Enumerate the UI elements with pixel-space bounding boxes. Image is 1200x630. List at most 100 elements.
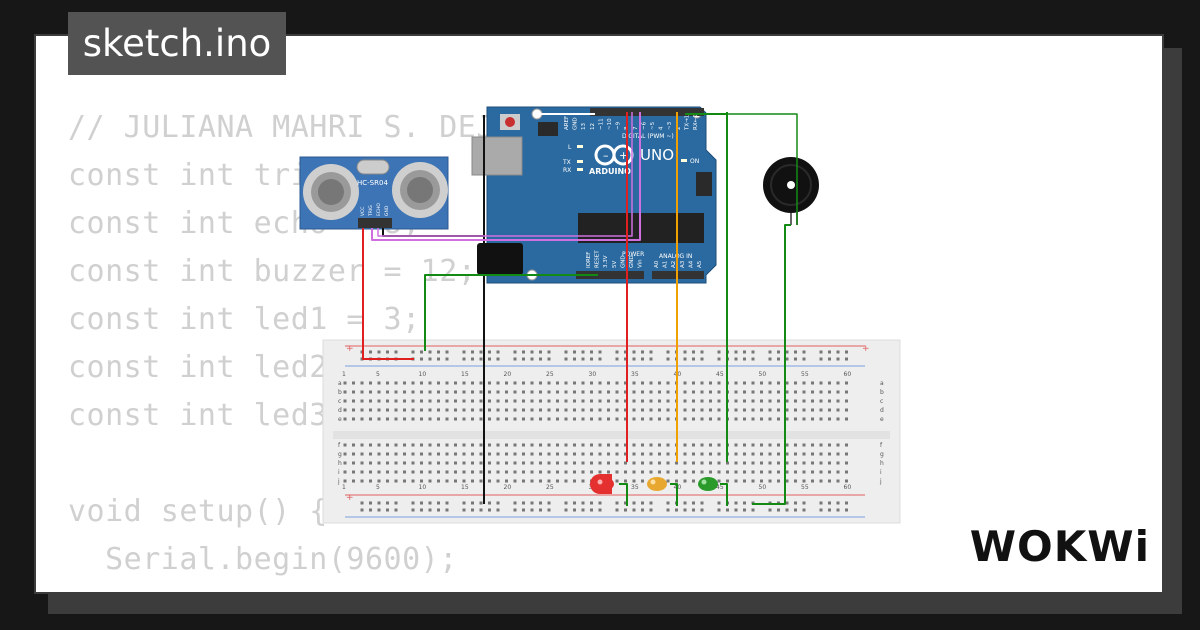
code-line: Serial.begin(9600);: [68, 542, 458, 577]
svg-text:–: –: [603, 149, 609, 162]
column-number: 60: [844, 484, 852, 491]
arduino-uno[interactable]: – + UNO ARDUINO DIGITAL (PWM ~) ANALOG I…: [471, 106, 717, 284]
led-green[interactable]: [698, 477, 718, 491]
row-letter: b: [880, 389, 884, 396]
column-number: 45: [716, 371, 724, 378]
row-letter: d: [338, 407, 342, 414]
row-letter: a: [880, 380, 884, 387]
board-name: ARDUINO: [589, 167, 631, 176]
wire-violet-echo: [377, 112, 633, 237]
row-letter: f: [880, 442, 883, 449]
led-yellow[interactable]: [647, 477, 667, 491]
analog-label: ANALOG IN: [659, 253, 692, 260]
wires: [362, 112, 798, 506]
power-label: POWER: [622, 251, 644, 258]
row-letter: i: [880, 469, 882, 476]
digital-pin-label: ~9: [616, 121, 622, 130]
analog-pin-label: A1: [663, 261, 669, 268]
rail-plus-label: +: [862, 344, 870, 354]
digital-pin-label: 2: [676, 127, 682, 131]
wire-green-buzzer: [710, 113, 798, 225]
digital-pin-label: ~5: [650, 121, 656, 130]
sensor-pin-header: [358, 218, 392, 228]
power-pin-label: 3.3V: [603, 255, 609, 268]
sensor-pin-label: ECHO: [376, 203, 382, 216]
digital-pin-label: 13: [581, 123, 587, 130]
code-line: const int led3: [68, 398, 328, 433]
digital-pin-label: AREF: [564, 116, 570, 130]
power-pin-label: 5V: [612, 261, 618, 268]
code-line: const int buzzer = 12;: [68, 254, 477, 289]
column-number: 30: [589, 371, 597, 378]
sensor-pin-label: TRIG: [368, 205, 374, 217]
column-number: 60: [844, 371, 852, 378]
led-red[interactable]: [590, 474, 614, 494]
column-number: 35: [631, 484, 639, 491]
digital-pin-label: 12: [590, 123, 596, 130]
rail-plus-label: +: [346, 493, 354, 503]
column-number: 25: [546, 484, 554, 491]
column-number: 25: [546, 371, 554, 378]
column-number: 35: [631, 371, 639, 378]
rx-label: RX: [563, 167, 571, 174]
column-number: 15: [461, 484, 469, 491]
buzzer[interactable]: [763, 157, 819, 225]
row-letter: g: [338, 451, 342, 458]
on-label: ON: [690, 158, 699, 165]
row-letter: f: [338, 442, 341, 449]
power-jack: [477, 243, 523, 275]
row-letter: c: [880, 398, 883, 405]
wokwi-logo: WOKWi: [969, 522, 1150, 571]
row-letter: a: [338, 380, 342, 387]
column-number: 50: [759, 371, 767, 378]
analog-pin-label: A0: [654, 260, 660, 268]
code-line: // JULIANA MAHRI S. DEJ: [68, 110, 495, 145]
column-number: 55: [801, 371, 809, 378]
digital-pin-label: ~6: [641, 121, 647, 130]
wire-red-5v: [362, 228, 414, 360]
column-number: 5: [376, 484, 380, 491]
power-pin-label: GND: [620, 255, 626, 268]
power-pin-label: RESET: [595, 250, 601, 268]
column-number: 50: [759, 484, 767, 491]
reset-button[interactable]: [505, 117, 515, 127]
row-letter: b: [338, 389, 342, 396]
column-number: 10: [419, 484, 427, 491]
wire-green-led1-gnd: [619, 483, 628, 506]
digital-pin-label: GND: [573, 117, 579, 130]
column-number: 10: [419, 371, 427, 378]
code-line: void setup() {: [68, 494, 328, 529]
row-letter: e: [338, 416, 342, 423]
digital-pin-label: 7: [633, 126, 639, 130]
wire-green-led2-gnd: [670, 483, 678, 506]
digital-pin-label: TX→1: [684, 115, 690, 131]
power-header[interactable]: [576, 271, 644, 279]
column-number: 1: [342, 371, 346, 378]
digital-pin-label: ~10: [607, 118, 613, 130]
svg-text:+: +: [619, 149, 628, 162]
column-number: 1: [342, 484, 346, 491]
row-letter: e: [880, 416, 884, 423]
digital-pin-label: RX←0: [693, 114, 699, 130]
row-letter: h: [338, 460, 342, 467]
power-pin-label: GND: [629, 255, 635, 268]
sensor-pin-label: VCC: [360, 207, 366, 216]
power-pin-label: Vin: [638, 259, 644, 268]
analog-pin-label: A2: [671, 261, 677, 268]
digital-pin-label: 4: [659, 126, 665, 130]
digital-header[interactable]: [590, 108, 704, 116]
column-number: 5: [376, 371, 380, 378]
board-model: UNO: [640, 146, 674, 164]
column-number: 45: [716, 484, 724, 491]
wire-green-buzzer-gnd: [752, 224, 791, 505]
code-line: pinMode(trigPin, OUTPUT);: [68, 584, 569, 592]
sensor-model: HC-SR04: [357, 179, 388, 187]
breadboard[interactable]: + + + 1155101015152020252530303535404045…: [322, 339, 901, 524]
row-letter: j: [879, 478, 882, 485]
